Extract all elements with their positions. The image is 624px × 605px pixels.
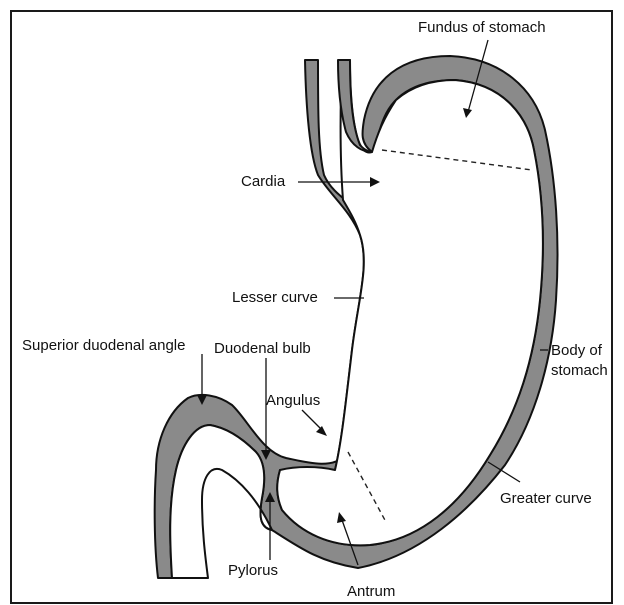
body-label-line2: stomach <box>551 362 608 380</box>
cardia-label: Cardia <box>241 173 285 191</box>
body-label-line1: Body of <box>551 342 602 360</box>
lesser-curve-label: Lesser curve <box>232 289 318 307</box>
superior-duodenal-angle-label: Superior duodenal angle <box>22 337 185 355</box>
angulus-arrow <box>316 426 327 436</box>
duodenal-bulb-label: Duodenal bulb <box>214 340 311 358</box>
pylorus-label: Pylorus <box>228 562 278 580</box>
fundus-label: Fundus of stomach <box>418 19 546 37</box>
antrum-label: Antrum <box>347 583 395 601</box>
angulus-label: Angulus <box>266 392 320 410</box>
greater-curve-label: Greater curve <box>500 490 592 508</box>
angulus-leader <box>302 410 322 430</box>
